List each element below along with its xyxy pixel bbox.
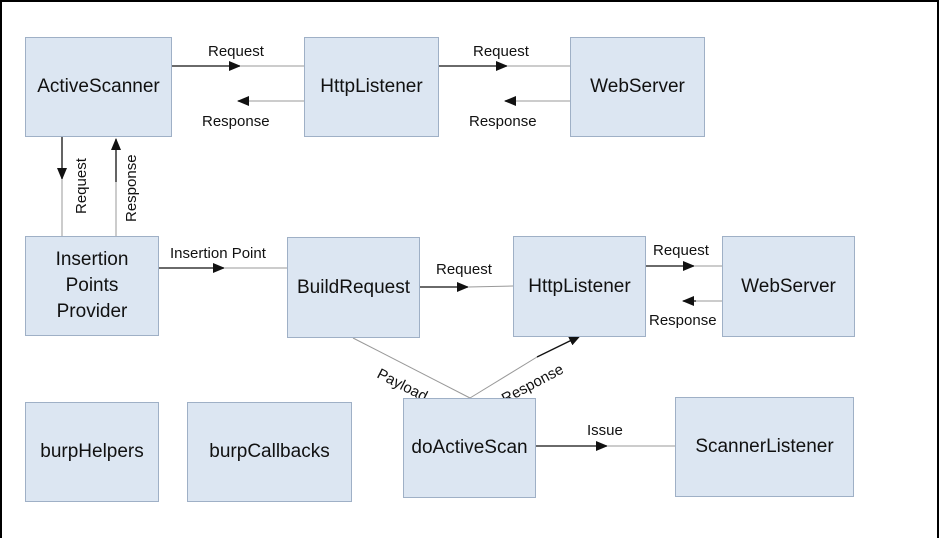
label-issue: Issue <box>587 422 623 439</box>
label-response-ws-to-hl-mid: Response <box>649 312 717 329</box>
label-response-up: Response <box>123 154 140 222</box>
node-label: BuildRequest <box>296 276 411 298</box>
edge-response-diagonal <box>469 335 581 399</box>
node-build-request: BuildRequest <box>287 237 420 338</box>
node-label: HttpListener <box>320 76 423 97</box>
node-label: HttpListener <box>528 275 631 297</box>
node-label: ScannerListener <box>695 436 834 457</box>
node-label-line-2: Points <box>65 275 119 296</box>
node-label: WebServer <box>741 275 836 297</box>
label-request-down: Request <box>73 157 90 214</box>
label-request-br-to-hl: Request <box>436 261 493 278</box>
label-request-hl-to-ws-mid: Request <box>653 242 710 259</box>
edge-payload <box>352 337 471 399</box>
node-burp-callbacks: burpCallbacks <box>187 402 352 502</box>
node-label: burpCallbacks <box>209 441 330 462</box>
label-response-ws-to-hl: Response <box>469 113 537 130</box>
node-web-server-mid: WebServer <box>722 236 855 337</box>
node-http-listener-top: HttpListener <box>304 37 439 137</box>
node-http-listener-mid: HttpListener <box>513 236 646 337</box>
node-label-line-1: Insertion <box>55 249 129 270</box>
node-label-line-3: Provider <box>56 301 128 322</box>
node-label: burpHelpers <box>40 441 144 462</box>
label-response-hl-to-as: Response <box>202 113 270 130</box>
label-request-as-to-hl: Request <box>208 43 265 60</box>
node-label: ActiveScanner <box>37 76 160 97</box>
label-insertion-point: Insertion Point <box>170 245 267 262</box>
node-label: WebServer <box>590 76 685 97</box>
node-do-active-scan: doActiveScan <box>403 398 536 498</box>
node-web-server-top: WebServer <box>570 37 705 137</box>
edge-request-br-to-hl <box>420 282 514 292</box>
node-scanner-listener: ScannerListener <box>675 397 854 497</box>
node-label: doActiveScan <box>411 437 528 458</box>
node-insertion-points-provider: Insertion Points Provider <box>25 236 159 336</box>
node-burp-helpers: burpHelpers <box>25 402 159 502</box>
label-request-hl-to-ws: Request <box>473 43 530 60</box>
node-active-scanner: ActiveScanner <box>25 37 172 137</box>
